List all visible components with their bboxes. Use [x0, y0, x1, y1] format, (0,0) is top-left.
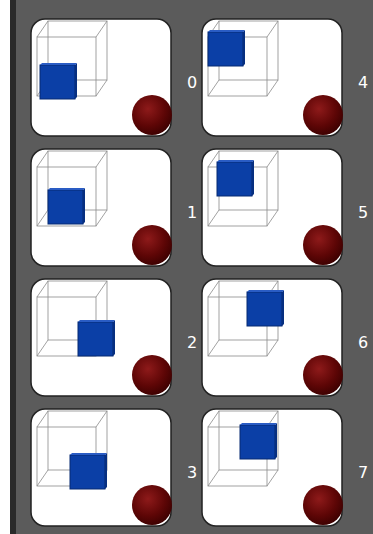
card-frame — [31, 19, 171, 136]
red-sphere — [303, 225, 343, 265]
blue-cube — [240, 423, 277, 459]
scene-card: 4 — [201, 18, 369, 137]
callout-number: 2 — [187, 334, 197, 352]
card-frame — [202, 149, 342, 266]
red-sphere — [132, 225, 172, 265]
red-sphere — [303, 355, 343, 395]
scene-illustration — [30, 408, 198, 527]
wireframe-box — [37, 151, 107, 226]
scene-card: 6 — [201, 278, 369, 397]
callout-number: 1 — [187, 204, 197, 222]
blue-cube — [48, 188, 85, 224]
wireframe-box — [208, 151, 278, 226]
callout-number: 7 — [358, 464, 368, 482]
scene-illustration — [201, 18, 369, 137]
scene-illustration — [30, 278, 198, 397]
red-sphere — [132, 95, 172, 135]
blue-cube — [208, 30, 245, 66]
scene-card: 5 — [201, 148, 369, 267]
card-frame — [31, 149, 171, 266]
blue-cube — [78, 320, 115, 356]
panel-ground — [10, 0, 373, 534]
callout-number: 4 — [358, 74, 368, 92]
panel-edge — [10, 0, 16, 534]
red-sphere — [132, 485, 172, 525]
wireframe-box — [208, 411, 278, 486]
scene-card: 1 — [30, 148, 198, 267]
scene-illustration — [30, 148, 198, 267]
blue-cube — [40, 63, 77, 99]
blue-cube — [247, 290, 284, 326]
scene-card: 0 — [30, 18, 198, 137]
scene-card: 3 — [30, 408, 198, 527]
callout-number: 3 — [187, 464, 197, 482]
red-sphere — [132, 355, 172, 395]
card-frame — [202, 409, 342, 526]
scene-illustration — [201, 278, 369, 397]
scene-illustration — [201, 148, 369, 267]
wireframe-box — [208, 21, 278, 96]
card-frame — [31, 279, 171, 396]
scene-illustration — [201, 408, 369, 527]
callout-number: 0 — [187, 74, 197, 92]
blue-cube — [217, 160, 254, 196]
callout-number: 5 — [358, 204, 368, 222]
card-frame — [202, 279, 342, 396]
red-sphere — [303, 95, 343, 135]
scene-card: 7 — [201, 408, 369, 527]
scene-card: 2 — [30, 278, 198, 397]
card-frame — [202, 19, 342, 136]
red-sphere — [303, 485, 343, 525]
scene-illustration — [30, 18, 198, 137]
card-frame — [31, 409, 171, 526]
callout-number: 6 — [358, 334, 368, 352]
blue-cube — [70, 453, 107, 489]
